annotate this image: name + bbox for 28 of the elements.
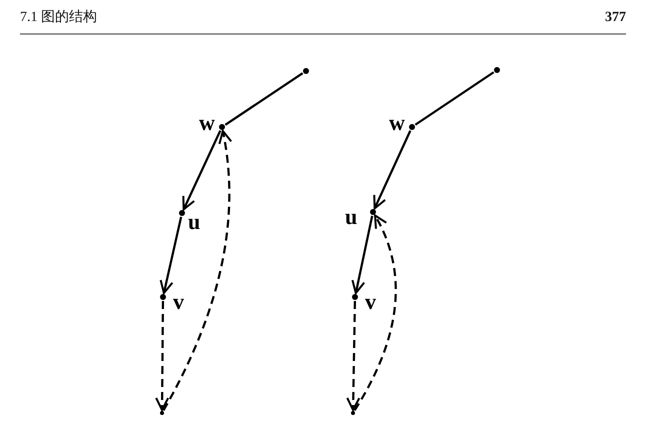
vertex-dot <box>351 411 355 415</box>
vertex-label: v <box>365 291 376 313</box>
dashed-arrow <box>162 130 232 411</box>
arrow <box>373 130 412 210</box>
arrow <box>182 130 222 210</box>
vertex-label: u <box>345 206 358 228</box>
vertex-label: v <box>173 291 184 313</box>
vertex-dot <box>219 124 225 130</box>
arrow <box>351 216 374 294</box>
arrow <box>160 216 182 294</box>
vertex-label: w <box>389 112 405 134</box>
line <box>414 71 494 126</box>
vertex-dot <box>160 411 164 415</box>
dashed-arrow <box>155 301 170 411</box>
dashed-arrow <box>346 300 360 411</box>
dashed-arrow <box>354 214 397 412</box>
running-head: 7.1 图的结构 <box>20 9 97 27</box>
vertex-dot <box>352 294 358 300</box>
vertex-dot <box>370 209 376 215</box>
vertex-dot <box>160 294 166 300</box>
vertex-label: w <box>199 112 215 134</box>
vertex-dot <box>179 210 185 216</box>
vertex-dot <box>303 68 309 74</box>
vertex-dot <box>494 67 500 73</box>
vertex-dot <box>409 124 415 130</box>
page-number: 377 <box>605 9 626 27</box>
vertex-label: u <box>188 211 200 233</box>
line <box>224 72 304 126</box>
